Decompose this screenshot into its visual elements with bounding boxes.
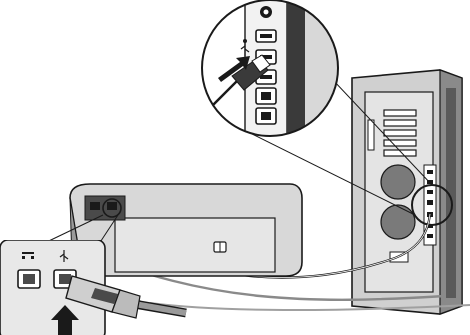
usb-port-zoom-detail — [200, 0, 345, 145]
tower-fan-upper — [381, 165, 415, 199]
tower-fan-lower — [381, 205, 415, 239]
